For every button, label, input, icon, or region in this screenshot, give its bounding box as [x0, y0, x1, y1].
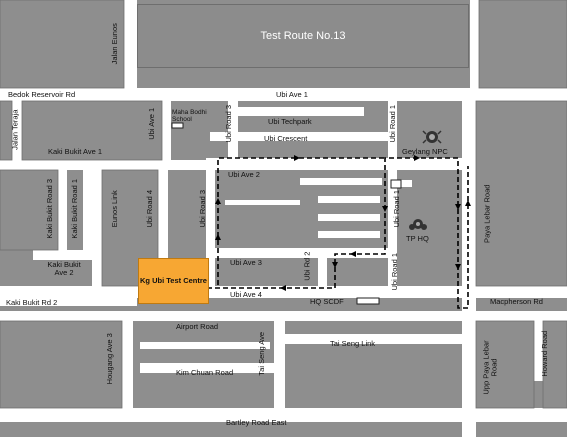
label-eunos-link: Eunos Link — [109, 190, 119, 228]
road-ubi-crescent — [210, 132, 388, 141]
label-upp-paya-lebar: Upp Paya Lebar Road — [481, 340, 499, 395]
road-ubi-ave-1-vertical — [162, 101, 171, 160]
label-ubi-techpark: Ubi Techpark — [268, 117, 312, 126]
road-kaki-bukit-ave-2-loop — [33, 250, 93, 260]
label-hq-scdf: HQ SCDF — [310, 297, 344, 306]
road-hougang-ave-3 — [122, 321, 133, 416]
route-arrow-down-2 — [455, 204, 461, 210]
label-ubi-ave-3: Ubi Ave 3 — [230, 258, 262, 267]
route-arrow-right-1 — [294, 155, 300, 161]
label-tp-hq: TP HQ — [406, 234, 429, 243]
road-ubi-techpark — [236, 107, 364, 116]
label-kaki-bukit-ave-2: Kaki Bukit Ave 2 — [47, 260, 81, 277]
label-maha-bodhi: Maha Bodhi School — [172, 109, 207, 123]
road-inner-4 — [318, 231, 380, 238]
road-tai-seng-link — [285, 334, 465, 344]
road-jalan-eunos — [124, 0, 137, 101]
road-inner-3 — [318, 214, 380, 221]
route-arrow-down-1 — [382, 206, 388, 212]
road-inner-6 — [140, 342, 270, 349]
route-arrow-down-4 — [332, 262, 338, 268]
label-ubi-ave-1: Ubi Ave 1 — [276, 90, 308, 99]
label-paya-lebar: Paya Lebar Road — [482, 184, 492, 243]
label-ubi-road-3-upper: Ubi Road 3 — [224, 104, 234, 143]
label-kim-chuan: Kim Chuan Road — [176, 368, 234, 377]
label-ubi-road-1-low: Ubi Road 1 — [390, 252, 400, 291]
road-kaki-bukit-rd-1 — [83, 170, 92, 250]
label-bedok-reservoir: Bedok Reservoir Rd — [8, 90, 76, 99]
road-howard — [534, 321, 543, 381]
road-paya-lebar — [462, 101, 476, 437]
label-ubi-ave-2: Ubi Ave 2 — [228, 170, 260, 179]
label-kaki-bukit-rd-2: Kaki Bukit Rd 2 — [6, 298, 58, 307]
road-ubi-road-4 — [158, 170, 168, 258]
label-ubi-rd-2: Ubi Rd 2 — [302, 251, 312, 281]
road-bedok-reservoir — [0, 88, 567, 101]
label-kaki-bukit-ave-1: Kaki Bukit Ave 1 — [48, 147, 103, 156]
label-airport-road: Airport Road — [176, 322, 219, 331]
road-inner-2 — [318, 196, 380, 203]
road-inner-5 — [225, 200, 300, 205]
route-arrow-left-2 — [280, 285, 286, 291]
label-kaki-bukit-rd-3: Kaki Bukit Road 3 — [45, 178, 55, 239]
label-tai-seng-ave: Tai Seng Ave — [257, 331, 267, 376]
road-ubi-road-3 — [206, 158, 215, 298]
route-arrow-down-3 — [455, 264, 461, 270]
route-arrow-up-3 — [465, 200, 471, 206]
road-inner-1 — [300, 178, 382, 185]
test-centre-box: Kg Ubi Test Centre — [138, 258, 209, 304]
road-ubi-rd-2 — [318, 248, 327, 293]
block-outlines — [0, 0, 567, 409]
road-eunos-link — [92, 170, 102, 298]
label-bartley: Bartley Road East — [226, 418, 287, 427]
route-title-text: Test Route No.13 — [260, 30, 346, 42]
route-arrow-up-1 — [215, 198, 221, 204]
test-centre-label: Kg Ubi Test Centre — [140, 275, 207, 285]
route-title: Test Route No.13 — [137, 4, 469, 68]
label-ubi-road-4: Ubi Road 4 — [145, 189, 155, 228]
road-kaki-bukit-ave-1 — [0, 160, 228, 170]
road-ubi-road-3-upper — [228, 101, 238, 158]
road-bartley — [0, 408, 567, 422]
road-jalan-teraja — [12, 101, 22, 161]
police-emblem-icon — [422, 130, 442, 144]
label-ubi-road-1-top: Ubi Road 1 — [388, 104, 398, 143]
label-geylang-npc: Geylang NPC — [402, 147, 448, 156]
label-ubi-road-3-lower: Ubi Road 3 — [198, 189, 208, 228]
label-ubi-road-1-mid: Ubi Road 1 — [392, 189, 402, 228]
road-kaki-bukit-rd-2 — [0, 296, 137, 306]
road-ubi-ave-3 — [215, 248, 390, 258]
road-ubi-road-1-top — [388, 101, 397, 166]
route-arrow-up-2 — [215, 234, 221, 240]
label-tai-seng-link: Tai Seng Link — [330, 339, 376, 348]
road-airport — [0, 311, 567, 321]
road-ubi-ave-2 — [215, 158, 467, 170]
label-ubi-ave-4: Ubi Ave 4 — [230, 290, 262, 299]
label-jalan-eunos: Jalan Eunos — [109, 23, 119, 65]
label-howard-road: Howard Road — [540, 330, 550, 377]
road-geylang-spur — [400, 180, 412, 187]
label-jalan-teraja: Jalan Teraja — [10, 109, 20, 150]
label-kaki-bukit-rd-1: Kaki Bukit Road 1 — [70, 178, 80, 239]
tp-hq-marker — [390, 179, 402, 189]
hq-scdf-marker — [356, 297, 380, 305]
label-hougang-ave-3: Hougang Ave 3 — [104, 333, 114, 385]
route-arrows — [215, 155, 471, 291]
road-ubi-road-1 — [388, 170, 397, 298]
maha-bodhi-marker — [171, 122, 184, 129]
road-tai-seng-ave — [274, 321, 285, 411]
route-arrow-left-1 — [350, 251, 356, 257]
road-east-edge — [470, 0, 479, 101]
test-route — [207, 157, 469, 309]
road-kim-chuan — [140, 363, 285, 373]
label-macpherson: Macpherson Rd — [490, 297, 543, 306]
road-kaki-bukit-rd-3 — [58, 170, 67, 250]
label-ubi-crescent: Ubi Crescent — [264, 134, 308, 143]
label-ubi-ave-1-vertical: Ubi Ave 1 — [147, 107, 157, 140]
traffic-police-icon — [409, 219, 427, 230]
route-arrow-right-2 — [414, 155, 420, 161]
